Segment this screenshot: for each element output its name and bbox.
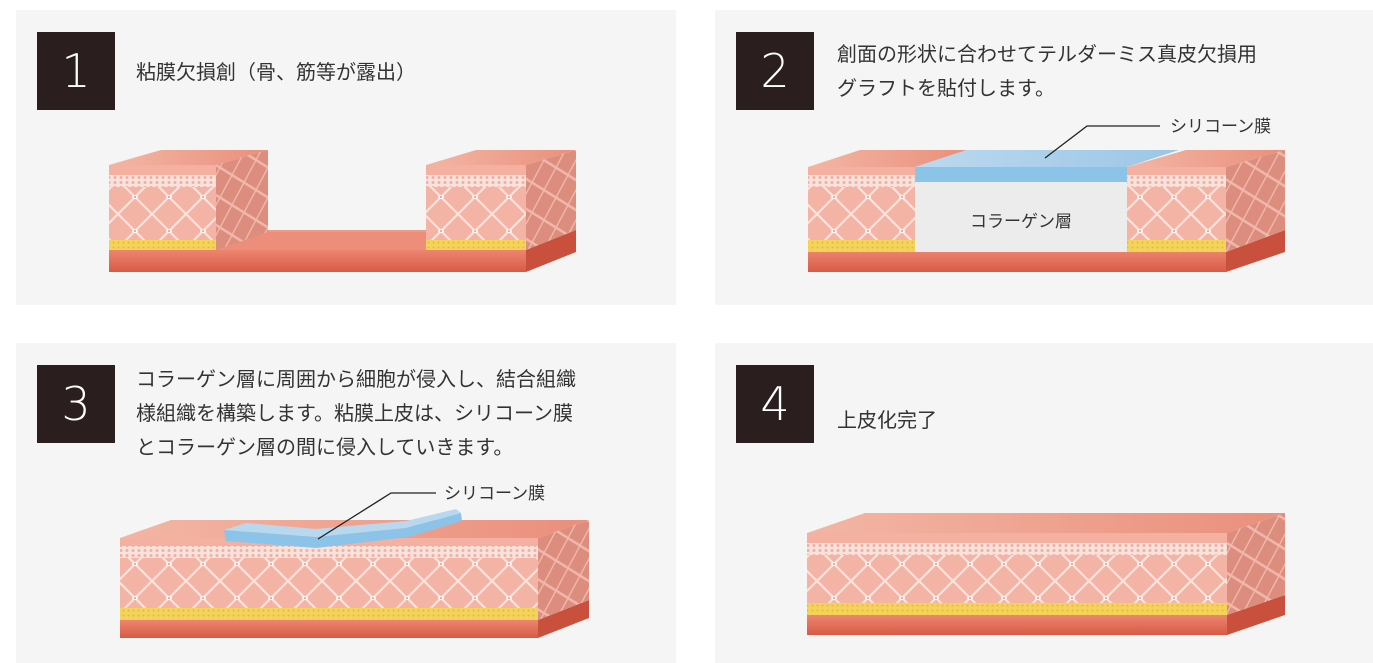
healed-diagram (807, 513, 1285, 635)
caption-line: とコラーゲン層の間に侵入していきます。 (136, 435, 514, 459)
caption-line: グラフトを貼付します。 (837, 76, 1055, 100)
step-caption: コラーゲン層に周囲から細胞が侵入し、結合組織 様組織を構築します。粘膜上皮は、シ… (136, 362, 576, 464)
step-1-panel: 1 粘膜欠損創（骨、筋等が露出） (16, 10, 676, 305)
wound-diagram (109, 150, 576, 272)
healing-diagram: シリコーン膜 (120, 484, 589, 638)
step-caption: 粘膜欠損創（骨、筋等が露出） (136, 55, 416, 89)
caption-line: コラーゲン層に周囲から細胞が侵入し、結合組織 (136, 367, 576, 391)
step-caption: 創面の形状に合わせてテルダーミス真皮欠損用 グラフトを貼付します。 (837, 37, 1257, 105)
caption-line: 様組織を構築します。粘膜上皮は、シリコーン膜 (136, 401, 573, 425)
step-2-panel: 2 創面の形状に合わせてテルダーミス真皮欠損用 グラフトを貼付します。 シリコー… (715, 10, 1373, 305)
graft-diagram: シリコーン膜 コラーゲン層 (808, 117, 1285, 272)
silicone-layer (915, 167, 1127, 182)
step-number-badge: 1 (37, 32, 115, 110)
caption-line: 上皮化完了 (837, 408, 937, 432)
collagen-layer (915, 182, 1127, 252)
collagen-label: コラーゲン層 (970, 212, 1072, 232)
caption-line: 粘膜欠損創（骨、筋等が露出） (136, 60, 416, 84)
step-number-badge: 3 (37, 365, 115, 443)
step-4-panel: 4 上皮化完了 (715, 343, 1373, 663)
step-number-badge: 2 (736, 32, 814, 110)
step-caption: 上皮化完了 (837, 403, 937, 437)
silicone-label: シリコーン膜 (1170, 117, 1271, 137)
silicone-label: シリコーン膜 (444, 484, 545, 504)
step-number-badge: 4 (736, 365, 814, 443)
step-3-panel: 3 コラーゲン層に周囲から細胞が侵入し、結合組織 様組織を構築します。粘膜上皮は… (16, 343, 676, 663)
silicone-sheet (224, 513, 462, 548)
caption-line: 創面の形状に合わせてテルダーミス真皮欠損用 (837, 42, 1257, 66)
